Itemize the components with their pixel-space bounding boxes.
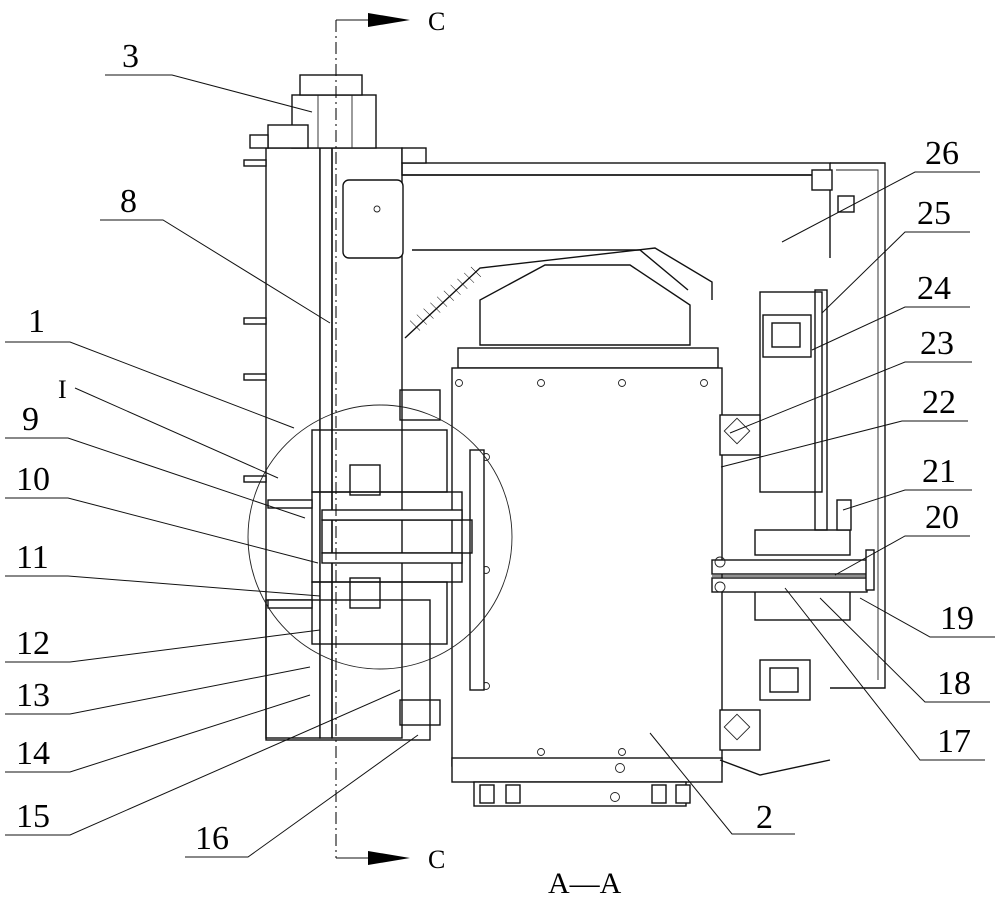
label-12: 12 <box>16 625 50 662</box>
label-16: 16 <box>195 820 229 857</box>
label-18: 18 <box>937 665 971 702</box>
label-21: 21 <box>922 453 956 490</box>
label-1: 1 <box>28 303 45 340</box>
label-26: 26 <box>925 135 959 172</box>
top-fitting <box>249 74 377 149</box>
label-25: 25 <box>917 195 951 232</box>
section-marker-top: C <box>428 7 445 36</box>
label-detail-i: I <box>58 375 67 404</box>
label-20: 20 <box>925 499 959 536</box>
left-housing <box>243 147 431 741</box>
section-marker-bottom: C <box>428 845 445 874</box>
label-9: 9 <box>22 401 39 438</box>
label-3: 3 <box>122 38 139 75</box>
foot-bolts <box>479 784 691 804</box>
label-13: 13 <box>16 677 50 714</box>
label-2: 2 <box>756 799 773 836</box>
label-22: 22 <box>922 384 956 421</box>
labels-right: 26 25 24 23 22 21 20 19 18 17 <box>720 135 995 761</box>
right-upper-assembly <box>719 169 855 776</box>
label-14: 14 <box>16 735 50 772</box>
label-8: 8 <box>120 183 137 220</box>
labels-left: 3 8 1 I 9 10 11 12 13 14 15 <box>5 38 401 836</box>
view-title: A—A <box>548 867 622 900</box>
right-shaft-assembly <box>711 499 875 621</box>
label-23: 23 <box>920 325 954 362</box>
left-bearing-assembly <box>247 389 513 726</box>
label-19: 19 <box>940 600 974 637</box>
label-15: 15 <box>16 798 50 835</box>
label-10: 10 <box>16 461 50 498</box>
inner-hood <box>404 247 713 346</box>
motor-body <box>451 347 723 807</box>
labels-bottom: 16 2 A—A <box>185 732 795 900</box>
label-11: 11 <box>16 539 49 576</box>
label-17: 17 <box>937 723 971 760</box>
label-24: 24 <box>917 270 951 307</box>
